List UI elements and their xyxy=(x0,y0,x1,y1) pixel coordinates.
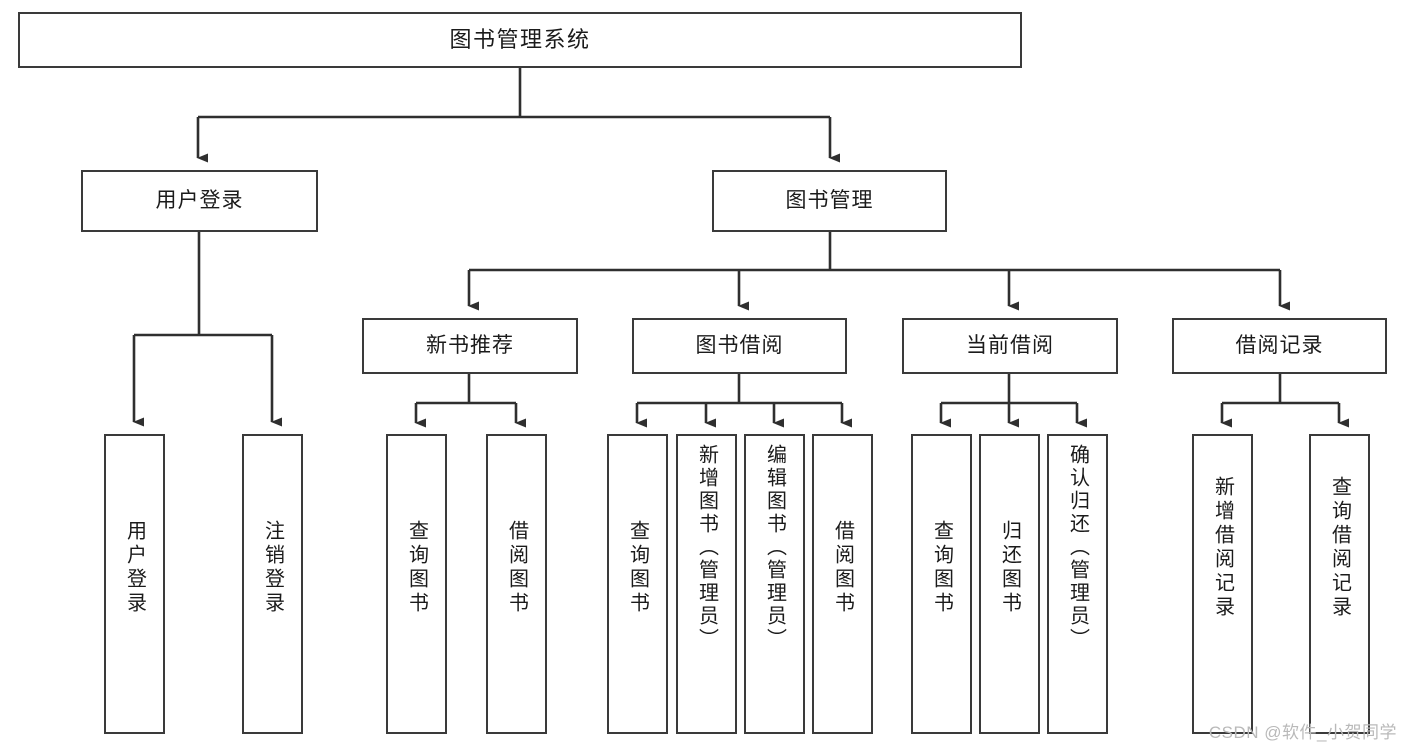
leaf-book-borrow-add-book-admin[interactable]: 新增图书（管理员） xyxy=(676,434,737,734)
node-label: 借阅图书 xyxy=(831,520,854,616)
leaf-new-book-borrow-book[interactable]: 借阅图书 xyxy=(486,434,547,734)
node-label: 图书管理系统 xyxy=(449,27,591,53)
node-label: 用户登录 xyxy=(155,188,244,212)
node-label: 编辑图书（管理员） xyxy=(763,444,786,651)
node-label: 新增图书（管理员） xyxy=(695,444,718,651)
node-book-management[interactable]: 图书管理 xyxy=(712,170,947,232)
node-label: 图书管理 xyxy=(785,188,874,212)
node-label: 查询图书 xyxy=(930,520,953,616)
leaf-borrow-record-query-record[interactable]: 查询借阅记录 xyxy=(1309,434,1370,734)
leaf-current-borrow-return-book[interactable]: 归还图书 xyxy=(979,434,1040,734)
node-label: 确认归还（管理员） xyxy=(1066,444,1089,651)
node-label: 查询借阅记录 xyxy=(1328,476,1351,620)
node-book-borrow[interactable]: 图书借阅 xyxy=(632,318,847,374)
leaf-book-borrow-borrow-book[interactable]: 借阅图书 xyxy=(812,434,873,734)
node-root-book-management-system[interactable]: 图书管理系统 xyxy=(18,12,1022,68)
leaf-borrow-record-add-record[interactable]: 新增借阅记录 xyxy=(1192,434,1253,734)
node-label: 归还图书 xyxy=(998,520,1021,616)
node-label: 新增借阅记录 xyxy=(1211,476,1234,620)
leaf-new-book-query-book[interactable]: 查询图书 xyxy=(386,434,447,734)
node-label: 注销登录 xyxy=(261,520,284,616)
node-user-login[interactable]: 用户登录 xyxy=(81,170,318,232)
leaf-user-login-logout[interactable]: 注销登录 xyxy=(242,434,303,734)
node-label: 查询图书 xyxy=(405,520,428,616)
node-label: 用户登录 xyxy=(123,520,146,616)
leaf-book-borrow-edit-book-admin[interactable]: 编辑图书（管理员） xyxy=(744,434,805,734)
node-borrow-record[interactable]: 借阅记录 xyxy=(1172,318,1387,374)
node-label: 借阅记录 xyxy=(1235,333,1324,357)
leaf-user-login-login[interactable]: 用户登录 xyxy=(104,434,165,734)
node-current-borrow[interactable]: 当前借阅 xyxy=(902,318,1118,374)
node-label: 查询图书 xyxy=(626,520,649,616)
node-label: 当前借阅 xyxy=(966,333,1054,357)
leaf-current-borrow-confirm-return-admin[interactable]: 确认归还（管理员） xyxy=(1047,434,1108,734)
csdn-watermark: CSDN @软件_小贺同学 xyxy=(1208,723,1397,742)
node-new-book-recommend[interactable]: 新书推荐 xyxy=(362,318,578,374)
node-label: 借阅图书 xyxy=(505,520,528,616)
node-label: 图书借阅 xyxy=(695,333,784,357)
node-label: 新书推荐 xyxy=(426,333,514,357)
leaf-current-borrow-query-book[interactable]: 查询图书 xyxy=(911,434,972,734)
leaf-book-borrow-query-book[interactable]: 查询图书 xyxy=(607,434,668,734)
